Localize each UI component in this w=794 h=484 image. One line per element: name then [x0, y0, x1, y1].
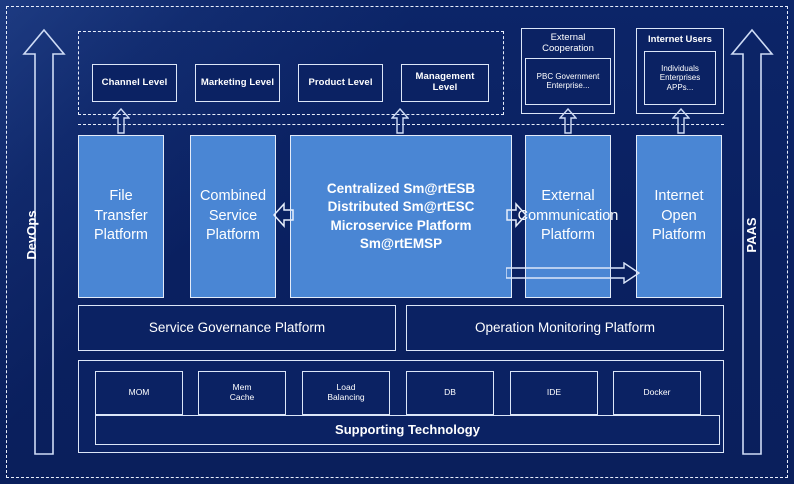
level-box-marketing[interactable]: Marketing Level: [195, 64, 280, 102]
internet-open-line3: Platform: [652, 227, 706, 244]
service-governance-platform-box[interactable]: Service Governance Platform: [78, 305, 396, 351]
file-transfer-line3: Platform: [94, 227, 148, 244]
level-box-channel[interactable]: Channel Level: [92, 64, 177, 102]
combined-service-line2: Service: [208, 207, 258, 224]
tech-box-load-balancing[interactable]: Load Balancing: [302, 371, 390, 415]
tech-label-load-balancing-line1: Load: [336, 382, 356, 393]
devops-arrow: [22, 28, 66, 456]
external-cooperation-inner-line2: Enterprise...: [546, 81, 590, 91]
combined-service-line1: Combined: [199, 188, 267, 205]
outer-dashed-boundary: [6, 6, 788, 478]
tech-label-mom-line1: MOM: [128, 387, 150, 398]
tech-label-load-balancing-line2: Balancing: [327, 392, 365, 402]
external-cooperation-title-line2: Cooperation: [542, 42, 594, 54]
tech-label-db-line1: DB: [444, 387, 456, 398]
combined-service-platform-box[interactable]: Combined Service Platform: [190, 135, 276, 298]
tech-box-db[interactable]: DB: [406, 371, 494, 415]
operation-monitoring-label: Operation Monitoring Platform: [474, 320, 656, 336]
arrow-integration-to-external-communication: [506, 198, 528, 232]
tech-label-mem-cache-line1: Mem: [232, 382, 252, 393]
platform-boundary-dashed-line: [78, 124, 724, 125]
external-comm-line3: Platform: [541, 227, 595, 244]
combined-service-line3: Platform: [206, 227, 260, 244]
arrow-integration-to-combined: [272, 198, 294, 232]
paas-label: PAAS: [743, 191, 761, 279]
devops-label: DevOps: [23, 191, 41, 279]
operation-monitoring-platform-box[interactable]: Operation Monitoring Platform: [406, 305, 724, 351]
file-transfer-line1: File: [109, 188, 133, 205]
internet-users-inner-line3: APPs...: [666, 82, 694, 92]
integration-line3: Microservice Platform Sm@rtEMSP: [330, 217, 472, 251]
tech-label-mem-cache-line2: Cache: [229, 392, 255, 402]
external-communication-platform-box[interactable]: External Communication Platform: [518, 135, 618, 298]
file-transfer-platform-box[interactable]: File Transfer Platform: [78, 135, 164, 298]
file-transfer-line2: Transfer: [94, 207, 148, 224]
up-arrow-external-communication: [559, 108, 577, 134]
internet-open-line2: Open: [661, 207, 697, 224]
internet-users-inner-line1: Individuals: [661, 64, 699, 74]
external-cooperation-title-line1: External: [550, 32, 586, 43]
up-arrow-internet-open: [672, 108, 690, 134]
internet-open-line1: Internet: [654, 188, 704, 205]
tech-label-ide-line1: IDE: [546, 387, 562, 398]
internet-users-title: Internet Users: [648, 34, 712, 45]
internet-users-inner-box: Individuals Enterprises APPs...: [644, 50, 716, 105]
level-box-product[interactable]: Product Level: [298, 64, 383, 102]
supporting-technology-label: Supporting Technology: [335, 421, 480, 437]
external-cooperation-inner-box: PBC Government Enterprise...: [525, 57, 611, 105]
level-label-channel: Channel Level: [101, 76, 168, 88]
consumer-levels-group: [78, 31, 504, 115]
arrow-integration-to-internet-open: [506, 262, 640, 284]
up-arrow-file-transfer: [112, 108, 130, 134]
external-cooperation-box[interactable]: External Cooperation PBC Government Ente…: [521, 28, 615, 114]
up-arrow-integration-platform: [391, 108, 409, 134]
tech-box-mom[interactable]: MOM: [95, 371, 183, 415]
integration-platform-box[interactable]: Centralized Sm@rtESB Distributed Sm@rtES…: [290, 135, 512, 298]
tech-box-docker[interactable]: Docker: [613, 371, 701, 415]
external-comm-line2: Communication: [517, 207, 619, 224]
external-comm-line1: External: [541, 188, 595, 205]
tech-box-ide[interactable]: IDE: [510, 371, 598, 415]
supporting-technology-banner[interactable]: Supporting Technology: [95, 415, 720, 445]
devops-label-text: DevOps: [24, 210, 39, 260]
level-label-marketing: Marketing Level: [200, 76, 275, 88]
level-label-management: Management Level: [415, 71, 475, 93]
tech-box-mem-cache[interactable]: Mem Cache: [198, 371, 286, 415]
integration-line1: Centralized Sm@rtESB: [326, 181, 476, 197]
level-box-management[interactable]: Management Level: [401, 64, 489, 102]
paas-arrow: [730, 28, 774, 456]
integration-line2: Distributed Sm@rtESC: [327, 199, 475, 215]
tech-label-docker-line1: Docker: [643, 387, 671, 398]
internet-users-inner-line2: Enterprises: [659, 73, 701, 83]
paas-label-text: PAAS: [744, 217, 759, 253]
external-cooperation-inner-line1: PBC Government: [536, 72, 600, 82]
service-governance-label: Service Governance Platform: [148, 320, 326, 336]
internet-open-platform-box[interactable]: Internet Open Platform: [636, 135, 722, 298]
internet-users-box[interactable]: Internet Users Individuals Enterprises A…: [636, 28, 724, 114]
level-label-product: Product Level: [308, 76, 373, 88]
